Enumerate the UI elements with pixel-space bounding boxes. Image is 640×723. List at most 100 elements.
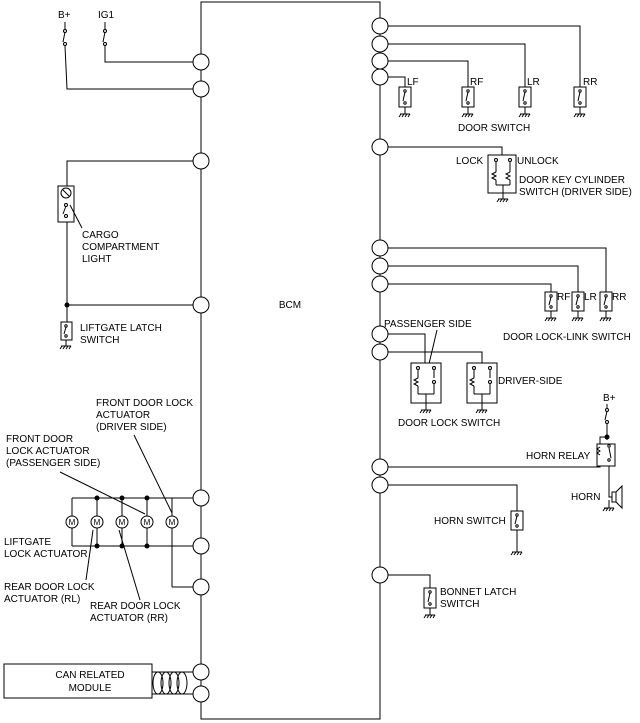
door-switch-rr-label: RR (583, 77, 597, 88)
bcm-pin (192, 80, 210, 98)
horn-relay-label: HORN RELAY (526, 451, 591, 462)
bcm-pin (371, 325, 389, 343)
front-passenger-label-2: LOCK ACTUATOR (6, 446, 90, 457)
svg-text:M: M (119, 518, 126, 527)
key-cylinder-label-1: DOOR KEY CYLINDER (519, 175, 625, 186)
svg-text:M: M (144, 518, 151, 527)
bcm-right-pins (371, 17, 389, 584)
passenger-side-label: PASSENGER SIDE (384, 319, 472, 330)
lock-link-title: DOOR LOCK-LINK SWITCH (503, 332, 631, 343)
bcm-pin (371, 239, 389, 257)
ground-icon (510, 530, 523, 556)
b-plus-horn-label: B+ (603, 393, 616, 404)
door-lock-switch-passenger (410, 362, 442, 414)
horn-switch-label: HORN SWITCH (434, 516, 506, 527)
ground-icon (423, 608, 436, 619)
key-cylinder-label-2: SWITCH (DRIVER SIDE) (519, 187, 632, 198)
horn-circuit: B+ HORN RELAY HORN HORN SWITCH (380, 393, 623, 556)
cargo-light-circuit: CARGO COMPARTMENT LIGHT LIFTGATE LATCH S… (57, 160, 201, 350)
bcm-pin (371, 35, 389, 53)
door-switch-lr-label: LR (527, 77, 540, 88)
bcm-pin (192, 578, 210, 596)
bcm-pin (371, 458, 389, 476)
door-switch-rf-label: RF (470, 77, 483, 88)
motor-rear-rr: M (115, 515, 129, 529)
liftgate-actuator-label-2: LOCK ACTUATOR (4, 549, 88, 560)
horn-label: HORN (571, 492, 600, 503)
cargo-label-2: COMPARTMENT (82, 242, 159, 253)
bcm-pin (192, 152, 210, 170)
door-lock-link-switches: RF LR RR DOOR LOCK-LINK SWITCH (380, 247, 631, 343)
motor-front-passenger: M (140, 515, 154, 529)
door-switches: LF RF LR RR DOOR SWITCH (380, 25, 597, 134)
bcm-pin (371, 257, 389, 275)
ground-icon (496, 198, 509, 203)
door-lock-switch-title: DOOR LOCK SWITCH (398, 418, 500, 429)
bcm-pin (192, 685, 210, 703)
lock-link-switch-rr (599, 291, 613, 322)
front-driver-label-3: (DRIVER SIDE) (96, 422, 167, 433)
door-lock-switch-driver (466, 362, 498, 414)
door-switch-title: DOOR SWITCH (458, 123, 530, 134)
cargo-label-3: LIGHT (82, 254, 111, 265)
rear-rr-label-1: REAR DOOR LOCK (90, 601, 181, 612)
bcm-pin (371, 52, 389, 70)
bcm-pin (192, 663, 210, 681)
bcm-box (200, 1, 381, 720)
ig1-fuse (102, 22, 201, 63)
front-passenger-label-3: (PASSENGER SIDE) (6, 458, 100, 469)
power-inputs: B+ IG1 (58, 10, 201, 90)
lock-link-switch-rf (544, 291, 558, 322)
svg-text:M: M (169, 518, 176, 527)
lock-link-rf-label: RF (557, 292, 570, 303)
twisted-pair-icon (152, 671, 188, 695)
door-switch-lf (398, 86, 412, 118)
door-switch-rr (573, 86, 587, 118)
can-label-1: CAN RELATED (55, 670, 124, 681)
driver-side-label: DRIVER-SIDE (498, 376, 563, 387)
bcm-pin (371, 68, 389, 86)
front-driver-label-1: FRONT DOOR LOCK (96, 398, 193, 409)
door-switch-rf (461, 86, 475, 118)
lock-label: LOCK (456, 156, 484, 167)
bcm-module: BCM (200, 1, 381, 720)
door-lock-switches: PASSENGER SIDE DRIVER-SIDE DOOR LOCK SWI… (380, 319, 563, 429)
ground-icon (59, 340, 72, 350)
front-passenger-label-1: FRONT DOOR (6, 434, 73, 445)
can-module-box (3, 663, 153, 699)
cargo-label-1: CARGO (82, 230, 119, 241)
lock-link-switch-lr (571, 291, 585, 322)
bcm-label: BCM (279, 300, 301, 311)
front-driver-label-2: ACTUATOR (96, 410, 150, 421)
bcm-pin (371, 343, 389, 361)
horn-icon (611, 484, 623, 510)
door-switch-lr (518, 86, 532, 118)
svg-text:M: M (94, 518, 101, 527)
svg-text:M: M (69, 518, 76, 527)
motor-front-driver: M (165, 515, 179, 529)
rear-rr-label-2: ACTUATOR (RR) (90, 613, 168, 624)
bcm-pin (192, 489, 210, 507)
unlock-label: UNLOCK (517, 156, 559, 167)
ground-icon (602, 507, 615, 512)
bcm-pin (192, 296, 210, 314)
lock-link-lr-label: LR (584, 292, 597, 303)
door-key-cylinder-switch: LOCK UNLOCK DOOR KEY CYLINDER SWITCH (DR… (380, 146, 632, 203)
rear-rl-label-1: REAR DOOR LOCK (4, 582, 95, 593)
motor-rear-rl: M (90, 515, 104, 529)
bonnet-label-1: BONNET LATCH (440, 587, 516, 598)
bonnet-label-2: SWITCH (440, 599, 479, 610)
bcm-pin (371, 476, 389, 494)
lock-link-rr-label: RR (612, 292, 626, 303)
bonnet-latch-circuit: BONNET LATCH SWITCH (380, 574, 516, 619)
can-label-2: MODULE (69, 683, 112, 694)
bcm-pin (192, 537, 210, 555)
bcm-pin (371, 275, 389, 293)
can-related-module: CAN RELATED MODULE (3, 663, 201, 699)
bcm-pin (371, 17, 389, 35)
bcm-left-pins (192, 53, 210, 703)
door-lock-actuators: M M M M M FRONT DOOR LOCK ACTUATOR (DRIV… (4, 398, 201, 624)
rear-rl-label-2: ACTUATOR (RL) (4, 594, 80, 605)
bcm-pin (371, 566, 389, 584)
